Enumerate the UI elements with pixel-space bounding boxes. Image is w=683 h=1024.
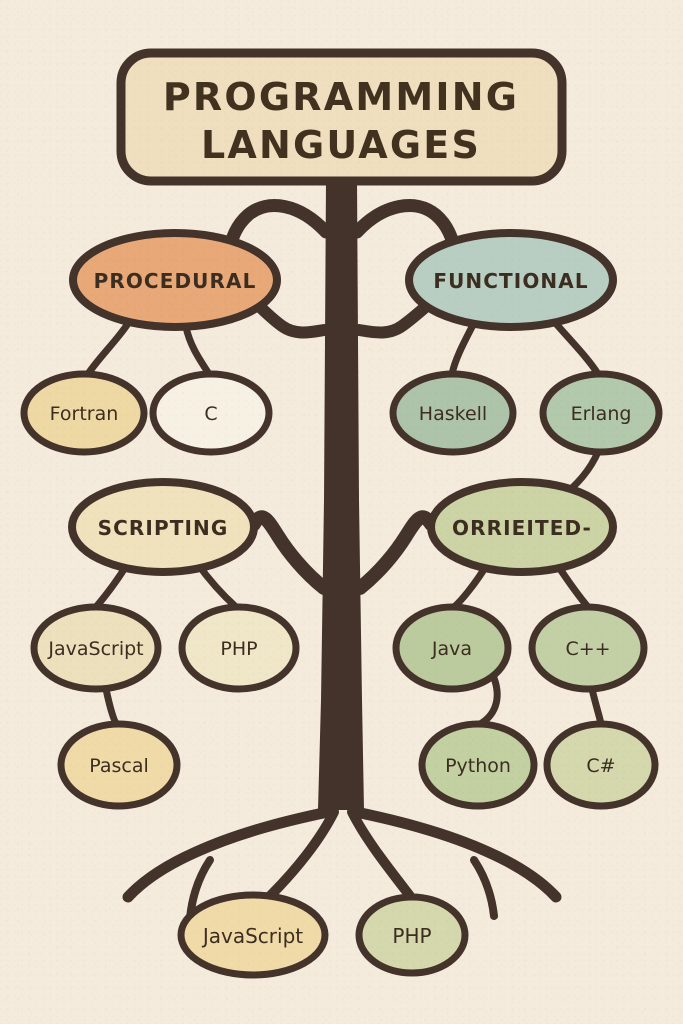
title-plaque: PROGRAMMING LANGUAGES (116, 48, 567, 186)
root-nodes: JavaScript PHP (177, 891, 469, 979)
trunk-main (318, 180, 364, 810)
node-c-shape[interactable] (149, 370, 273, 456)
node-javascript-root[interactable]: JavaScript (177, 891, 329, 979)
edge-procedural-c (182, 323, 213, 378)
node-php-scripting-shape[interactable] (178, 603, 300, 693)
node-erlang[interactable]: Erlang (539, 370, 663, 456)
node-fortran[interactable]: Fortran (20, 370, 148, 456)
node-java[interactable]: Java (392, 603, 512, 693)
root-to-php (347, 807, 415, 901)
branch-mid-left (247, 510, 331, 595)
node-haskell[interactable]: Haskell (389, 370, 517, 456)
branch-mid-right (353, 510, 438, 595)
node-python-label: Python (445, 755, 511, 777)
title-box (116, 48, 567, 186)
title-line-1: PROGRAMMING (163, 75, 519, 119)
node-php-scripting[interactable]: PHP (178, 603, 300, 693)
node-cpp-shape[interactable] (528, 603, 648, 693)
node-python-shape[interactable] (418, 720, 538, 810)
tree-trunk-group (122, 180, 562, 922)
edge-javascript-pascal (102, 685, 121, 728)
edge-functional-haskell (448, 321, 477, 378)
node-pascal[interactable]: Pascal (57, 720, 181, 810)
node-javascript-scripting-label: JavaScript (47, 638, 143, 660)
node-csharp-shape[interactable] (543, 720, 659, 810)
node-javascript-scripting-shape[interactable] (30, 603, 162, 693)
root-to-javascript (265, 807, 339, 901)
title-line-2: LANGUAGES (201, 123, 481, 167)
node-javascript-scripting[interactable]: JavaScript (30, 603, 162, 693)
node-scripting-shape[interactable] (68, 478, 258, 576)
node-javascript-root-shape[interactable] (177, 891, 329, 979)
node-fortran-label: Fortran (50, 403, 119, 425)
node-functional-shape[interactable] (405, 229, 617, 331)
edge-cpp-csharp (588, 685, 605, 728)
node-functional[interactable]: FUNCTIONAL (405, 229, 617, 331)
node-erlang-shape[interactable] (539, 370, 663, 456)
node-csharp-label: C# (586, 755, 615, 777)
node-erlang-label: Erlang (571, 403, 632, 425)
node-java-shape[interactable] (392, 603, 512, 693)
node-pascal-label: Pascal (89, 755, 149, 777)
node-csharp[interactable]: C# (543, 720, 659, 810)
node-javascript-root-label: JavaScript (201, 924, 303, 948)
category-nodes: PROCEDURAL FUNCTIONAL SCRIPTING ORRIEITE… (68, 229, 617, 576)
node-fortran-shape[interactable] (20, 370, 148, 456)
node-oriented-shape[interactable] (427, 478, 617, 576)
node-php-root-label: PHP (392, 924, 431, 948)
edge-functional-erlang (547, 314, 602, 378)
node-procedural-label: PROCEDURAL (94, 269, 257, 293)
node-java-label: Java (431, 638, 472, 660)
node-oriented[interactable]: ORRIEITED- (427, 478, 617, 576)
node-scripting[interactable]: SCRIPTING (68, 478, 258, 576)
leaf-nodes: Fortran C Haskell Erlang JavaScript PHP (20, 370, 663, 810)
node-oriented-label: ORRIEITED- (452, 516, 592, 540)
node-php-scripting-label: PHP (220, 638, 257, 660)
node-php-root-shape[interactable] (355, 893, 469, 977)
node-c[interactable]: C (149, 370, 273, 456)
node-php-root[interactable]: PHP (355, 893, 469, 977)
node-procedural[interactable]: PROCEDURAL (69, 229, 281, 331)
node-c-label: C (204, 403, 217, 425)
root-right-sub (470, 856, 498, 920)
node-python[interactable]: Python (418, 720, 538, 810)
root-far-right (350, 806, 562, 903)
node-haskell-label: Haskell (419, 403, 487, 425)
node-haskell-shape[interactable] (389, 370, 517, 456)
node-scripting-label: SCRIPTING (98, 516, 229, 540)
root-far-left (122, 806, 334, 903)
node-procedural-shape[interactable] (69, 229, 281, 331)
node-cpp[interactable]: C++ (528, 603, 648, 693)
node-functional-label: FUNCTIONAL (433, 269, 588, 293)
node-pascal-shape[interactable] (57, 720, 181, 810)
node-cpp-label: C++ (565, 638, 610, 660)
